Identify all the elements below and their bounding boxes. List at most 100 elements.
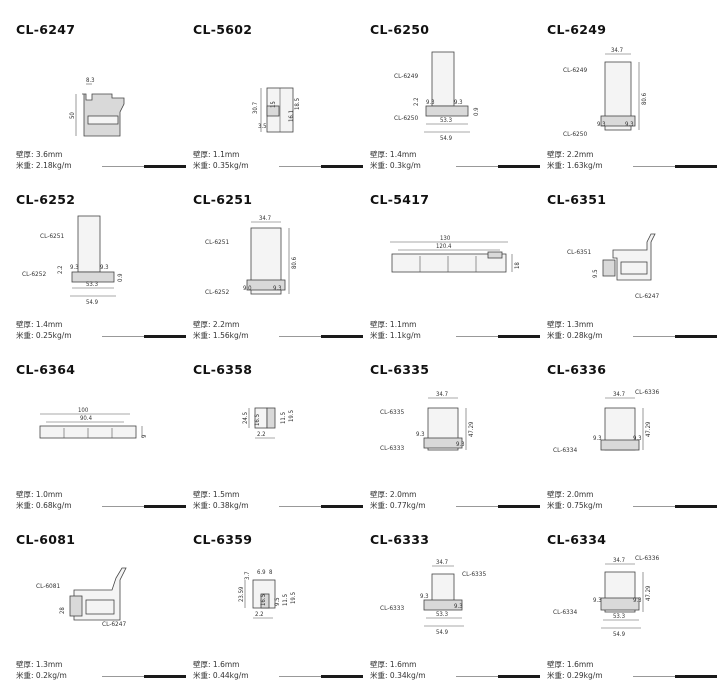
product-card-cl-6081: CL-6081 CL-6081 CL-6247 28 壁厚: 1.3mm 米重:…: [16, 532, 186, 692]
svg-text:54.9: 54.9: [440, 135, 453, 142]
product-card-cl-6336: CL-6336 34.7 47.29 9.3 9.3 CL-6336 CL-63…: [547, 362, 717, 522]
svg-text:9.3: 9.3: [426, 99, 435, 106]
svg-text:3.7: 3.7: [244, 571, 251, 580]
svg-text:9.0: 9.0: [243, 285, 252, 292]
svg-text:9.3: 9.3: [597, 121, 606, 128]
svg-text:CL-6252: CL-6252: [22, 270, 46, 278]
meter-weight: 米重: 1.1kg/m: [370, 331, 421, 340]
svg-text:8.3: 8.3: [86, 77, 95, 84]
profile-drawing: 34.7 80.6 9.3 9.3 CL-6249 CL-6250: [547, 44, 717, 144]
product-card-cl-6247: CL-6247 50 8.3 壁厚: 3.6mm 米重: 2.18kg/m: [16, 22, 186, 182]
product-code: CL-6333: [370, 532, 430, 547]
svg-text:54.9: 54.9: [436, 629, 449, 636]
svg-text:47.29: 47.29: [645, 585, 652, 601]
profile-drawing: 24.5 16.5 11.5 19.5 2.2: [193, 384, 363, 484]
svg-text:9.3: 9.3: [273, 285, 282, 292]
product-code: CL-5602: [193, 22, 253, 37]
svg-text:19.5: 19.5: [290, 592, 297, 604]
wall-thickness: 壁厚: 1.5mm: [193, 490, 240, 499]
divider-thick: [498, 165, 540, 168]
profile-drawing: CL-6351 CL-6247 9.5: [547, 214, 717, 314]
svg-text:90.4: 90.4: [80, 415, 93, 422]
profile-drawing: 100 90.4 9: [16, 384, 186, 484]
svg-text:9.3: 9.3: [454, 99, 463, 106]
product-code: CL-6249: [547, 22, 607, 37]
svg-text:34.7: 34.7: [611, 47, 623, 54]
svg-text:9.3: 9.3: [625, 121, 634, 128]
svg-text:34.7: 34.7: [613, 557, 625, 564]
meter-weight: 米重: 0.68kg/m: [16, 501, 72, 510]
divider-thick: [144, 675, 186, 678]
svg-text:CL-6334: CL-6334: [553, 608, 577, 616]
wall-thickness: 壁厚: 1.0mm: [16, 490, 63, 499]
meter-weight: 米重: 0.35kg/m: [193, 161, 249, 170]
svg-text:47.29: 47.29: [645, 421, 652, 437]
product-code: CL-6359: [193, 532, 253, 547]
divider-thin: [279, 166, 321, 167]
svg-text:2.2: 2.2: [257, 431, 266, 438]
svg-text:CL-6249: CL-6249: [563, 66, 587, 74]
divider-thin: [633, 166, 675, 167]
product-code: CL-6251: [193, 192, 253, 207]
svg-text:9.3: 9.3: [633, 435, 642, 442]
svg-text:11.5: 11.5: [282, 594, 289, 606]
svg-text:CL-6333: CL-6333: [380, 604, 404, 612]
meter-weight: 米重: 0.77kg/m: [370, 501, 426, 510]
profile-drawing: CL-6081 CL-6247 28: [16, 554, 186, 654]
divider-thick: [321, 505, 363, 508]
svg-text:80.6: 80.6: [641, 92, 648, 105]
wall-thickness: 壁厚: 1.3mm: [547, 320, 594, 329]
svg-text:54.9: 54.9: [86, 299, 99, 306]
svg-text:CL-6247: CL-6247: [102, 620, 126, 628]
profile-drawing: 34.7 80.6 9.0 9.3 CL-6251 CL-6252: [193, 214, 363, 314]
svg-text:CL-6249: CL-6249: [394, 72, 418, 80]
meter-weight: 米重: 0.2kg/m: [16, 671, 67, 680]
svg-text:19.5: 19.5: [288, 410, 295, 422]
svg-text:9.3: 9.3: [100, 264, 109, 271]
divider-thick: [675, 335, 717, 338]
svg-text:9.3: 9.3: [420, 593, 429, 600]
product-card-cl-5417: CL-5417 130 120.4 18 壁厚: 1.1mm 米重: 1.1kg…: [370, 192, 540, 352]
profile-drawing: 34.7 47.29 9.3 9.3 53.3 54.9 CL-6336 CL-…: [547, 554, 717, 654]
svg-text:130: 130: [440, 235, 451, 242]
meter-weight: 米重: 0.44kg/m: [193, 671, 249, 680]
divider-thick: [144, 505, 186, 508]
profile-drawing: 130 120.4 18: [370, 214, 540, 314]
divider-thick: [498, 505, 540, 508]
product-card-cl-6250: CL-6250 CL-6249 CL-6250 2.2 9.3 9.3 0.9 …: [370, 22, 540, 182]
product-card-cl-6252: CL-6252 CL-6251 CL-6252 2.2 9.3 9.3 0.9 …: [16, 192, 186, 352]
divider-thick: [321, 335, 363, 338]
wall-thickness: 壁厚: 1.6mm: [547, 660, 594, 669]
svg-text:CL-6335: CL-6335: [462, 570, 486, 578]
svg-text:16.5: 16.5: [260, 594, 267, 606]
divider-thick: [498, 675, 540, 678]
svg-text:3.5: 3.5: [258, 123, 267, 130]
svg-text:11.5: 11.5: [280, 412, 287, 424]
svg-text:CL-6336: CL-6336: [635, 554, 659, 562]
divider-thin: [102, 166, 144, 167]
divider-thin: [633, 676, 675, 677]
svg-text:CL-6251: CL-6251: [40, 232, 64, 240]
wall-thickness: 壁厚: 1.6mm: [370, 660, 417, 669]
svg-text:18.5: 18.5: [294, 98, 301, 110]
svg-text:CL-6251: CL-6251: [205, 238, 229, 246]
meter-weight: 米重: 2.18kg/m: [16, 161, 72, 170]
svg-text:34.7: 34.7: [613, 391, 625, 398]
wall-thickness: 壁厚: 1.1mm: [193, 150, 240, 159]
svg-text:15: 15: [270, 101, 277, 108]
product-code: CL-6336: [547, 362, 607, 377]
svg-text:CL-6336: CL-6336: [635, 388, 659, 396]
svg-text:53.3: 53.3: [613, 613, 625, 620]
divider-thick: [321, 675, 363, 678]
wall-thickness: 壁厚: 1.6mm: [193, 660, 240, 669]
product-card-cl-6333: CL-6333 34.7 9.3 9.3 53.3 54.9 CL-6335 C…: [370, 532, 540, 692]
divider-thick: [144, 335, 186, 338]
meter-weight: 米重: 0.28kg/m: [547, 331, 603, 340]
product-card-cl-5602: CL-5602 30.7 15 16.1 18.5 3.5 壁厚: 1.1mm …: [193, 22, 363, 182]
svg-text:16.5: 16.5: [254, 414, 261, 426]
divider-thin: [279, 506, 321, 507]
svg-text:2.2: 2.2: [57, 265, 64, 274]
svg-text:50: 50: [69, 112, 76, 119]
product-code: CL-6081: [16, 532, 76, 547]
svg-text:34.7: 34.7: [436, 391, 448, 398]
